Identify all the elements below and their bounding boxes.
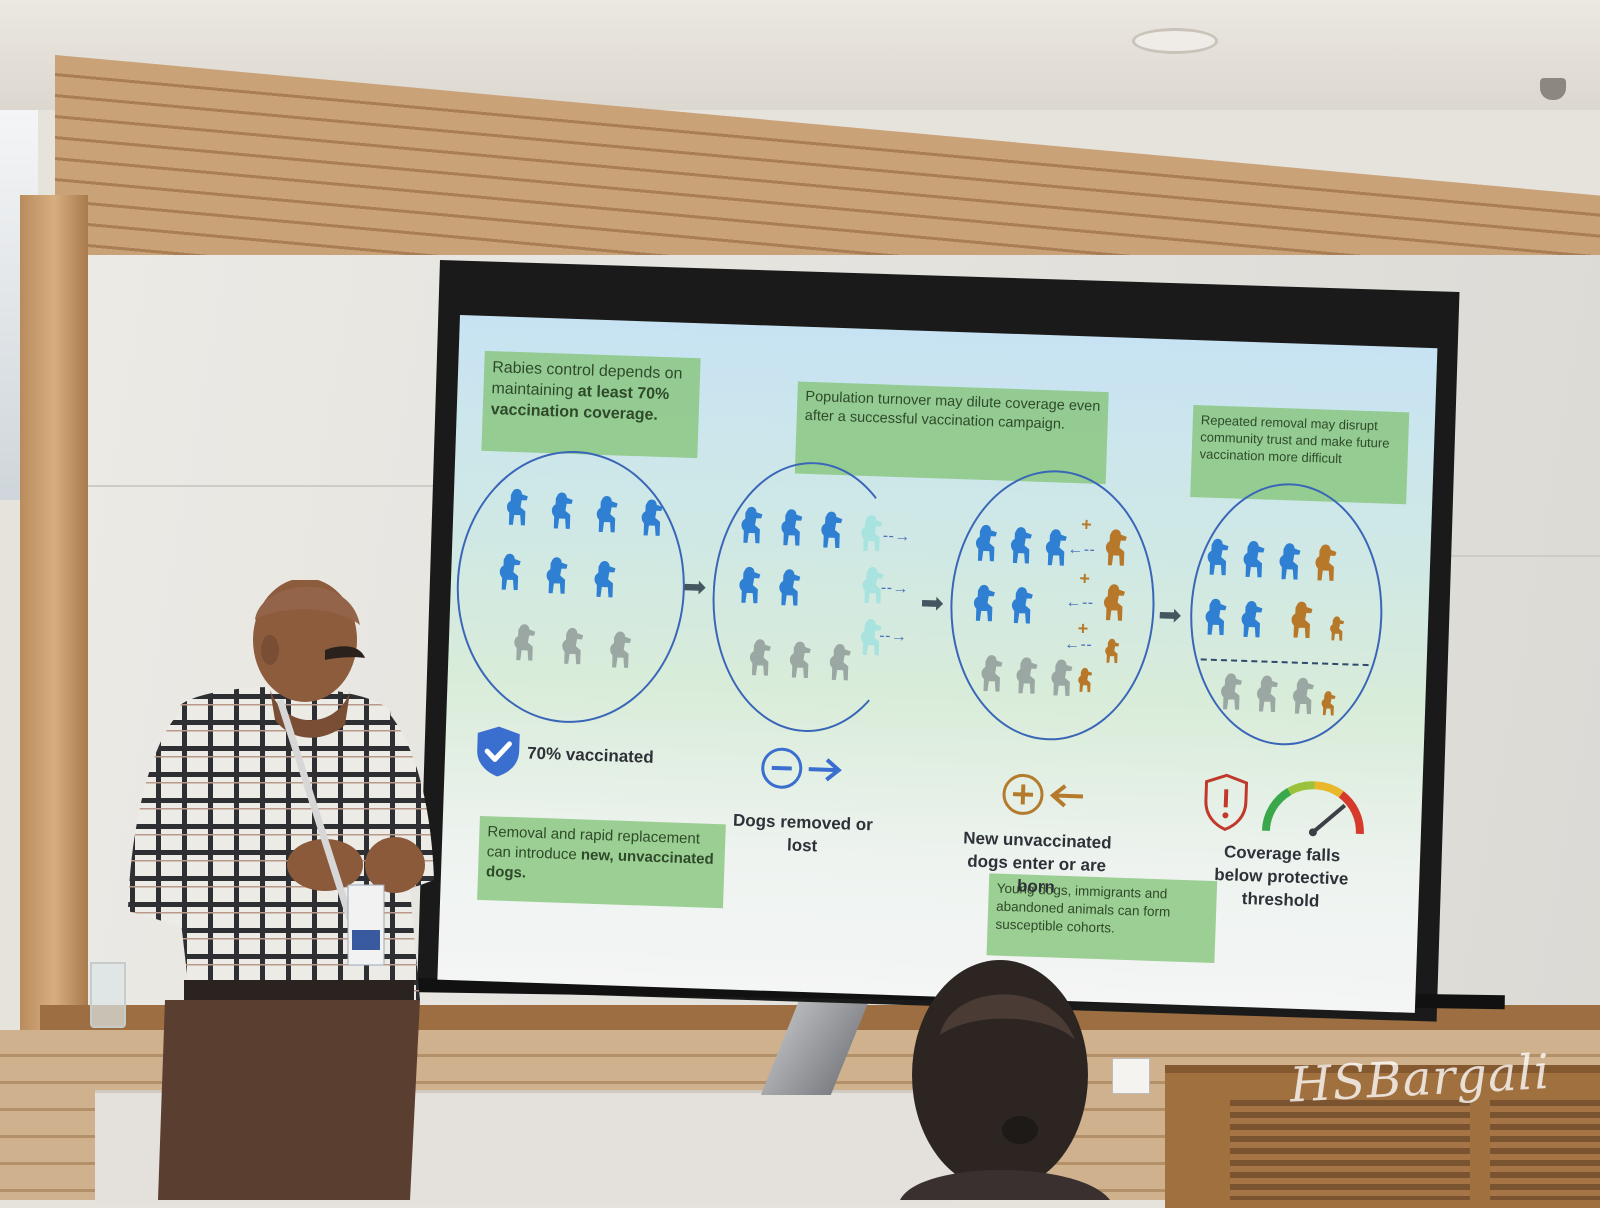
label-vaccinated: 70% vaccinated <box>526 743 655 767</box>
vaccinated-dog-icon <box>1239 539 1270 580</box>
vaccinated-dog-icon <box>1201 596 1232 637</box>
outflow-arrow-icon: - - → <box>882 527 909 546</box>
gauge-icon <box>1261 781 1364 837</box>
dog-icons <box>460 315 1437 716</box>
water-glass <box>90 962 126 1028</box>
presenter <box>128 580 434 1200</box>
cabinet-louver <box>1230 1100 1470 1200</box>
unvaccinated-dog-icon <box>510 622 541 663</box>
unvaccinated-dog-icon <box>1289 675 1320 716</box>
unvaccinated-dog-icon <box>977 653 1008 694</box>
vaccinated-dog-icon <box>638 497 669 538</box>
callout-coverage: Rabies control depends on maintaining at… <box>481 350 701 459</box>
vaccinated-dog-icon <box>1007 525 1038 566</box>
unvaccinated-dog-icon <box>1012 655 1043 696</box>
vaccinated-dog-icon <box>1042 527 1073 568</box>
vaccinated-dog-icon <box>972 523 1003 564</box>
unvaccinated-dog-icon <box>826 642 857 683</box>
new-dog-icon <box>1311 542 1342 583</box>
vaccinated-dog-icon <box>543 555 574 596</box>
label-removed: Dogs removed or lost <box>732 810 874 856</box>
unvaccinated-dog-icon <box>1253 673 1284 714</box>
vaccinated-dog-icon <box>593 494 624 535</box>
vaccinated-dog-icon <box>548 490 579 531</box>
unvaccinated-dog-icon <box>606 629 637 670</box>
audience-member <box>900 960 1110 1200</box>
vaccinated-dog-icon <box>737 505 768 546</box>
vaccinated-dog-icon <box>1204 536 1235 577</box>
ceiling-sprinkler <box>1540 78 1566 100</box>
removed-dog-icon <box>857 617 888 658</box>
unvaccinated-dog-icon <box>1047 657 1078 698</box>
new-dog-icon <box>1102 527 1133 568</box>
new-dog-icon <box>1287 599 1318 640</box>
vaccinated-dog-icon <box>735 565 766 606</box>
ceiling-light <box>1132 28 1218 54</box>
new-dog-icon <box>1100 582 1131 623</box>
unvaccinated-dog-icon <box>746 637 777 678</box>
inflow-arrow-icon: ← - - <box>1067 540 1094 559</box>
warning-shield-icon <box>1204 773 1249 831</box>
outflow-arrow-icon: - - → <box>879 627 906 646</box>
plus-icon: + <box>1077 618 1089 639</box>
new-dog-icon <box>1075 666 1096 694</box>
inflow-arrow-icon: ← - - <box>1065 593 1092 612</box>
new-dog-icon <box>1319 689 1340 717</box>
vaccinated-dog-icon <box>496 551 527 592</box>
arrow-left-icon <box>1049 784 1084 808</box>
wood-pillar <box>20 195 88 1030</box>
plus-circle-icon <box>1002 773 1044 815</box>
vaccinated-dog-icon <box>1237 599 1268 640</box>
label-threshold: Coverage falls below protective threshol… <box>1213 842 1349 911</box>
presentation-slide: Rabies control depends on maintaining at… <box>437 315 1438 1013</box>
new-dog-icon <box>1102 637 1123 665</box>
vaccinated-dog-icon <box>775 567 806 608</box>
flow-arrow-icon: ➡ <box>919 586 945 619</box>
unvaccinated-dog-icon <box>558 626 589 667</box>
flow-arrow-icon: ➡ <box>682 570 707 603</box>
power-outlet <box>1112 1058 1150 1094</box>
vaccinated-dog-icon <box>817 509 848 550</box>
vaccinated-dog-icon <box>1008 585 1039 626</box>
vaccinated-dog-icon <box>970 583 1001 624</box>
plus-icon: + <box>1080 514 1093 535</box>
new-dog-icon <box>1327 615 1348 643</box>
removed-dog-icon <box>858 565 889 606</box>
wall-seam <box>88 485 448 487</box>
vaccinated-dog-icon <box>590 559 621 600</box>
callout-removal: Removal and rapid replacement can introd… <box>477 815 726 909</box>
wall-seam <box>1450 555 1600 557</box>
vaccinated-dog-icon <box>1275 541 1306 582</box>
plus-icon: + <box>1079 568 1091 589</box>
arrow-right-icon <box>808 758 842 782</box>
label-new-dogs: New unvaccinated dogs enter or are born <box>963 828 1112 897</box>
flow-arrow-icon: ➡ <box>1157 598 1183 631</box>
removed-dog-icon <box>857 513 888 554</box>
unvaccinated-dog-icon <box>786 639 817 680</box>
vaccinated-dog-icon <box>503 487 534 528</box>
minus-circle-icon <box>761 747 803 789</box>
vaccinated-dog-icon <box>777 507 808 548</box>
unvaccinated-dog-icon <box>1217 671 1248 712</box>
shield-check-icon <box>477 726 520 777</box>
outflow-arrow-icon: - - → <box>880 579 907 598</box>
cabinet-louver <box>1490 1100 1600 1200</box>
